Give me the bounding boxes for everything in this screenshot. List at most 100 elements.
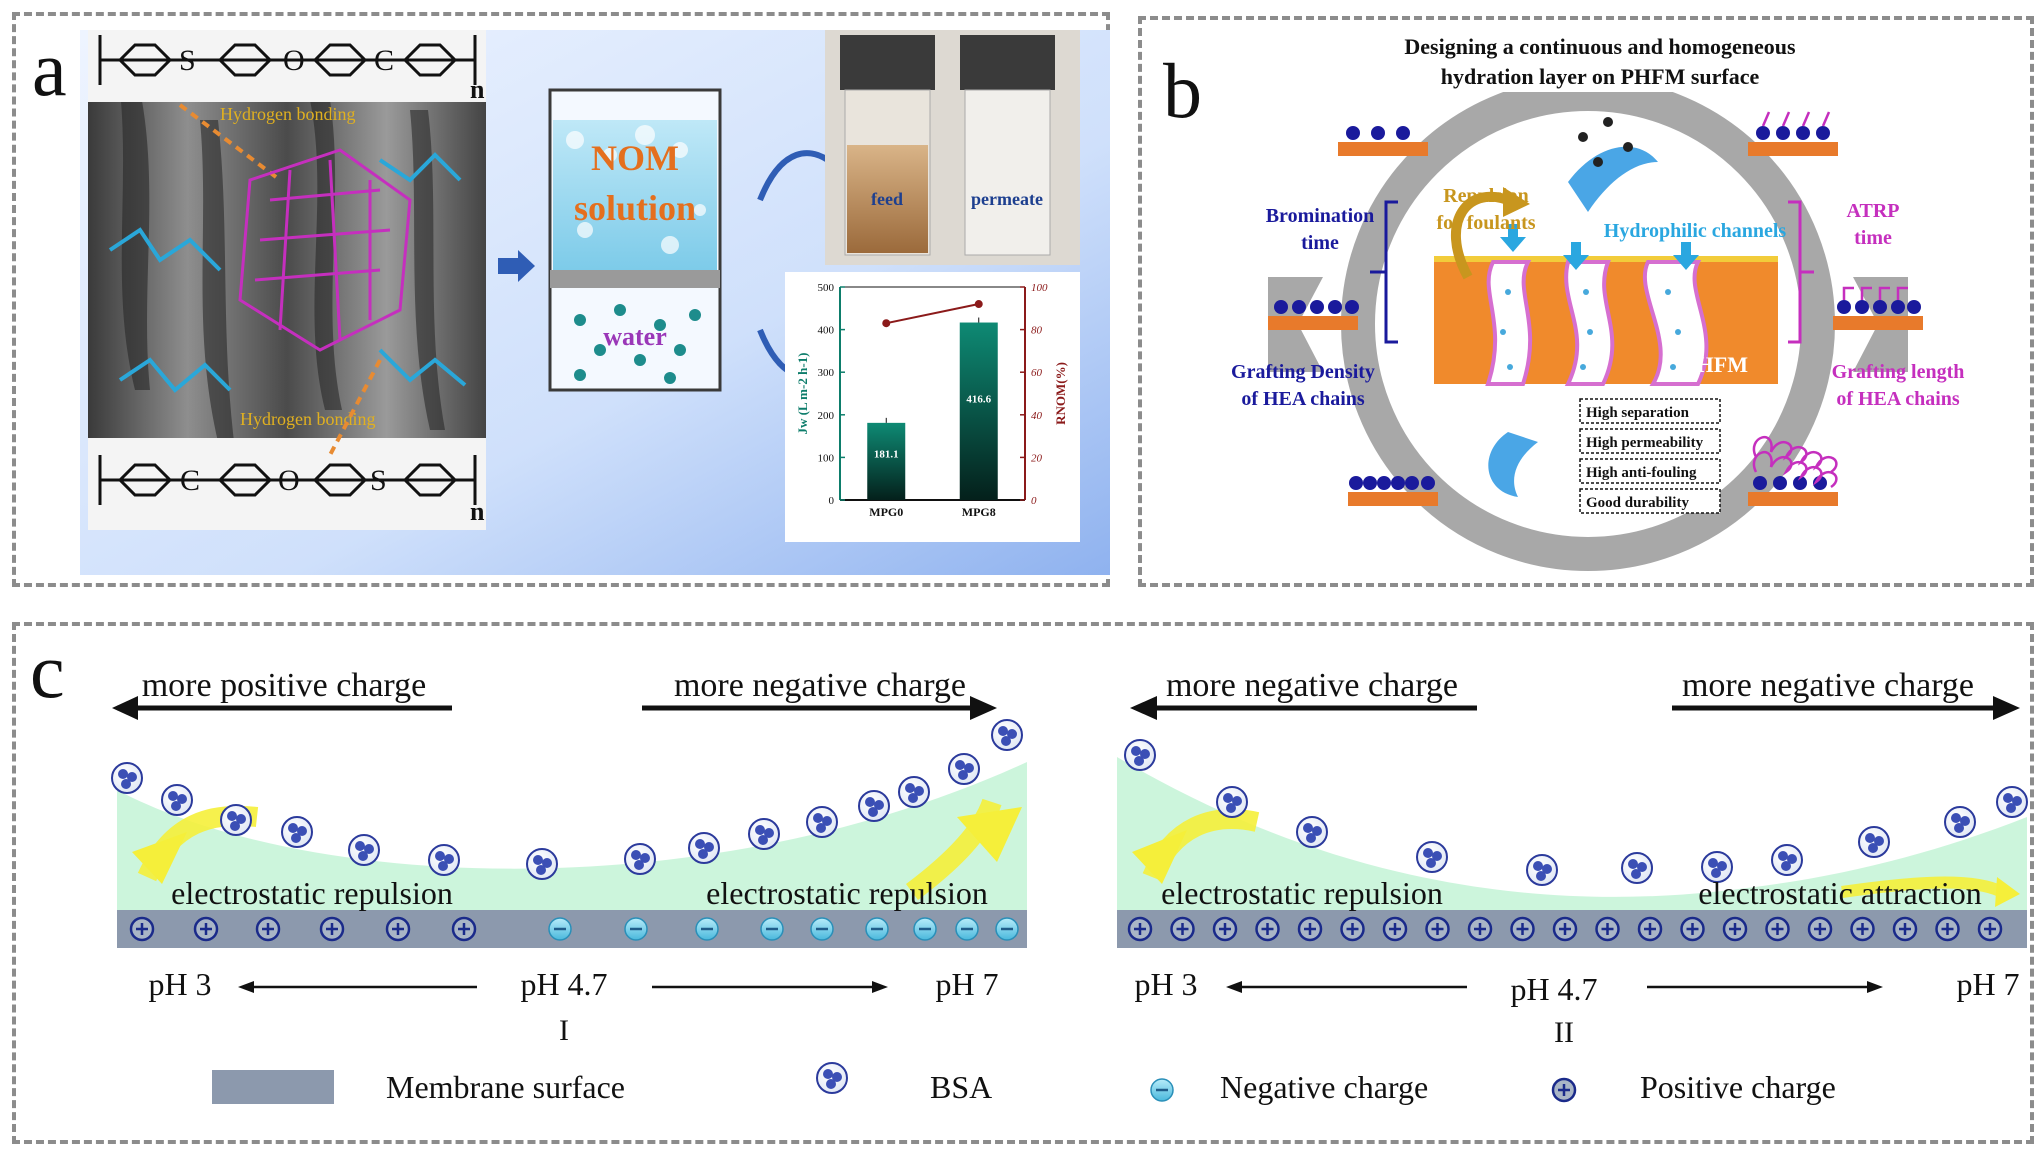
legend-negative-icon	[1149, 1077, 1175, 1103]
chart-left-tick-label: 100	[818, 452, 835, 464]
membrane-positive-charge	[1297, 916, 1323, 942]
hbond-top-label: Hydrogen bonding	[220, 104, 355, 124]
property-antifouling: High anti-fouling	[1586, 465, 1697, 481]
membrane-positive-charge	[1935, 916, 1960, 942]
panel-b-illustration: PHFM Repulsion for foulants Hydrophilic …	[1231, 92, 1965, 571]
phfm-label: PHFM	[1683, 352, 1748, 377]
membrane-positive-charge	[1340, 916, 1365, 942]
right-ph-high: pH 7	[1956, 966, 2019, 1002]
chart-right-tick-label: 0	[1031, 495, 1037, 507]
panel-b-title-2: hydration layer on PHFM surface	[1440, 64, 1760, 89]
right-effect-left: electrostatic repulsion	[1161, 875, 1443, 911]
legend-negative-label: Negative charge	[1220, 1069, 1428, 1105]
legend-positive-label: Positive charge	[1640, 1069, 1836, 1105]
membrane-positive-charge	[1212, 916, 1238, 942]
left-ph-high: pH 7	[935, 966, 998, 1002]
legend-membrane-swatch	[212, 1070, 334, 1104]
chart-bar-value-label: 416.6	[966, 393, 991, 405]
chart-category-label: MPG0	[869, 505, 903, 519]
right-ph-low: pH 3	[1134, 966, 1197, 1002]
right-effect-right: electrostatic attraction	[1698, 875, 1981, 911]
legend-bsa-label: BSA	[930, 1069, 992, 1105]
right-numeral: II	[1554, 1016, 1574, 1049]
chart-right-tick-label: 40	[1031, 410, 1043, 422]
grafting-density-label-1: Grafting Density	[1231, 361, 1375, 383]
svg-text:C: C	[180, 464, 200, 497]
left-arrow-left-label: more positive charge	[142, 667, 427, 704]
right-arrow-left-label: more negative charge	[1166, 667, 1458, 704]
vial-permeate-label: permeate	[971, 189, 1043, 209]
left-ph-mid: pH 4.7	[520, 966, 607, 1002]
repulsion-label-1: Repulsion	[1443, 185, 1529, 207]
chart-left-tick-label: 200	[818, 410, 835, 422]
left-effect-right: electrostatic repulsion	[706, 875, 988, 911]
legend-positive-icon	[1551, 1077, 1577, 1103]
vessel-title-1: NOM	[591, 138, 679, 178]
chart-left-tick-label: 300	[818, 367, 835, 379]
chart-left-tick-label: 400	[818, 325, 835, 337]
left-arrow-right-label: more negative charge	[674, 667, 966, 704]
chart-y2-axis-title: RNOM(%)	[1053, 362, 1068, 425]
membrane-positive-charge	[1552, 916, 1578, 942]
panel-c-label: c	[30, 627, 65, 714]
svg-text:O: O	[283, 44, 305, 77]
vial-feed-label: feed	[871, 189, 903, 209]
svg-text:C: C	[374, 44, 394, 77]
membrane-positive-charge	[1595, 916, 1620, 942]
membrane-positive-charge	[1680, 916, 1705, 942]
membrane-positive-charge	[1722, 916, 1748, 942]
panel-c-illustration: more positive charge more negative charg…	[111, 667, 2028, 1105]
chart-rejection-line	[886, 303, 979, 325]
water-label: water	[603, 322, 667, 351]
membrane-positive-charge	[1977, 916, 2003, 942]
hydrophilic-label: Hydrophilic channels	[1604, 220, 1787, 242]
membrane-positive-charge	[1637, 916, 1663, 942]
grafting-length-label-1: Grafting length	[1832, 361, 1965, 383]
n-bottom: n	[470, 497, 485, 526]
vessel-title-2: solution	[574, 188, 696, 228]
bromination-label-2: time	[1301, 232, 1339, 254]
grafting-length-label-2: of HEA chains	[1836, 388, 1960, 410]
right-ph-mid: pH 4.7	[1510, 971, 1597, 1007]
left-ph-low: pH 3	[148, 966, 211, 1002]
chart-category-label: MPG8	[962, 505, 996, 519]
membrane-positive-charge	[1425, 916, 1450, 942]
legend-membrane-label: Membrane surface	[386, 1069, 625, 1105]
svg-text:S: S	[179, 44, 196, 77]
panel-a-illustration: S O C n C O S n Hydrogen bonding Hydroge…	[80, 30, 1110, 575]
chart-right-tick-label: 80	[1031, 325, 1043, 337]
svg-text:S: S	[370, 464, 387, 497]
n-top: n	[470, 75, 485, 104]
panel-b-title-1: Designing a continuous and homogeneous	[1404, 34, 1796, 59]
atrp-label-1: ATRP	[1847, 200, 1900, 222]
left-effect-left: electrostatic repulsion	[171, 875, 453, 911]
membrane-positive-charge	[1850, 916, 1875, 942]
panel-c-frame	[12, 622, 2034, 1144]
legend-bsa-icon	[816, 1062, 848, 1094]
panel-a-label: a	[32, 25, 67, 112]
membrane-positive-charge	[1170, 916, 1195, 942]
membrane-positive-charge	[1127, 916, 1153, 942]
panel-b-frame	[1138, 16, 2034, 587]
right-arrow-right-label: more negative charge	[1682, 667, 1974, 704]
left-numeral: I	[559, 1014, 569, 1047]
membrane-positive-charge	[1765, 916, 1790, 942]
membrane-positive-charge	[1892, 916, 1918, 942]
chart-bar	[959, 322, 998, 500]
grafting-density-label-2: of HEA chains	[1241, 388, 1365, 410]
chart-y-axis-title: Jw (L m-2 h-1)	[795, 353, 810, 435]
membrane-positive-charge	[1255, 916, 1280, 942]
svg-text:O: O	[278, 464, 300, 497]
property-permeability: High permeability	[1586, 435, 1704, 451]
chart-left-tick-label: 0	[829, 495, 835, 507]
membrane-positive-charge	[1467, 916, 1493, 942]
membrane-positive-charge	[1510, 916, 1535, 942]
panel-b-label: b	[1163, 47, 1202, 134]
hbond-bottom-label: Hydrogen bonding	[240, 409, 375, 429]
chart-bar-value-label: 181.1	[874, 449, 899, 461]
chart-rejection-point	[974, 300, 983, 309]
chart-rejection-point	[882, 319, 891, 328]
property-durability: Good durability	[1586, 495, 1689, 511]
chart-right-tick-label: 20	[1031, 452, 1043, 464]
